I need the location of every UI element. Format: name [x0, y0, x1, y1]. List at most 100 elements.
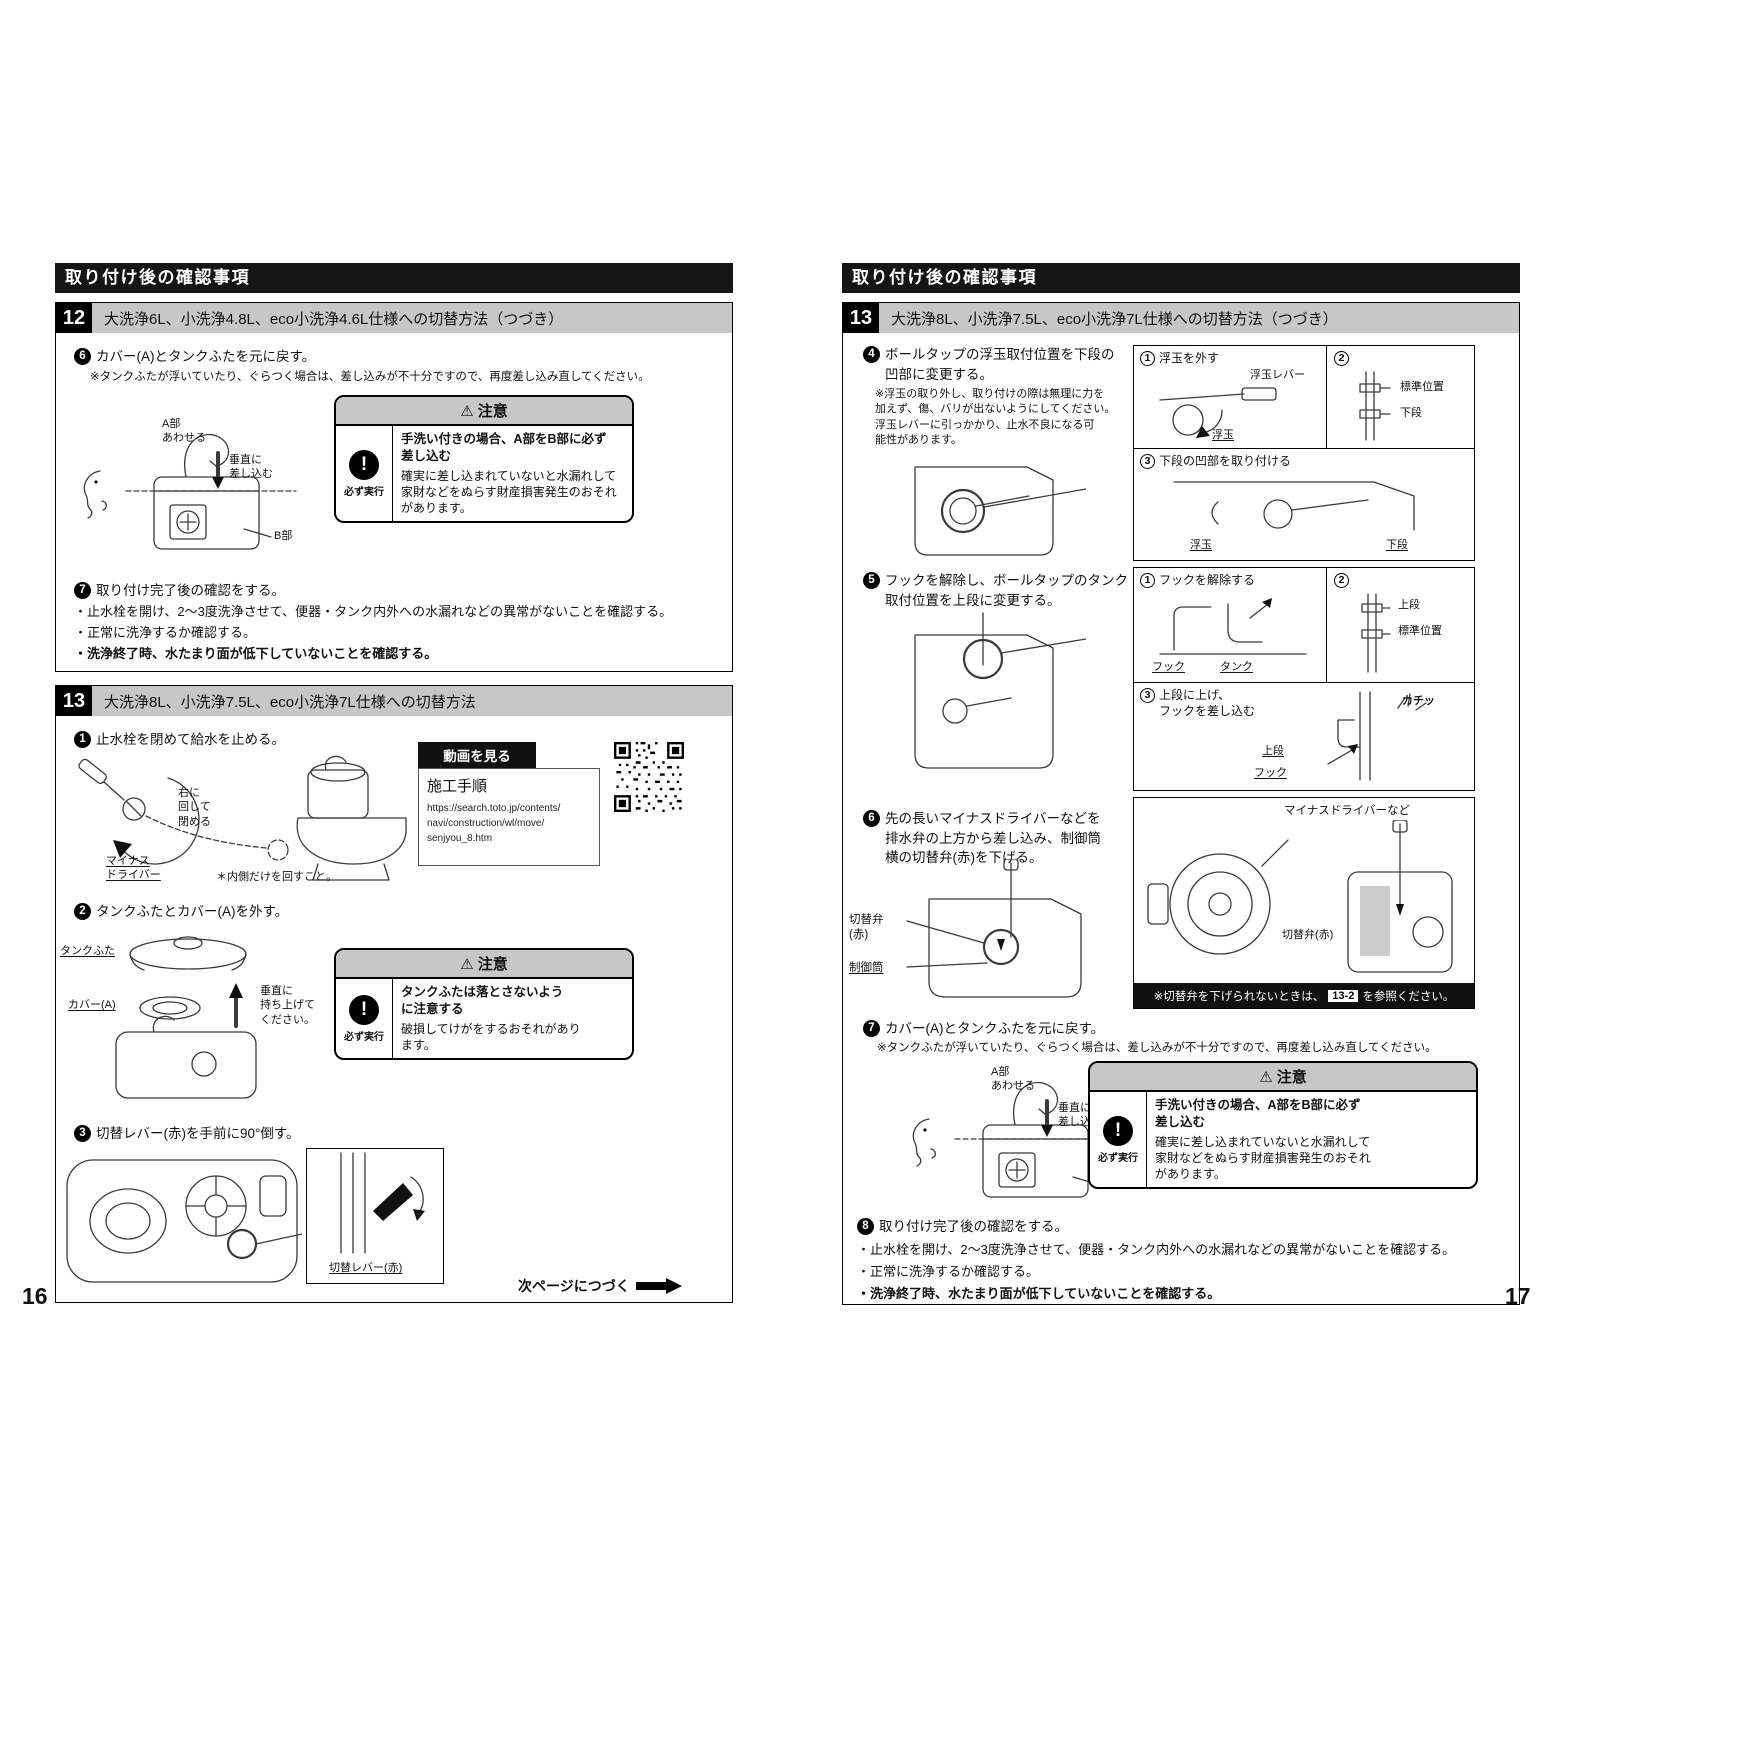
must-do-label: 必ず実行 — [1098, 1152, 1138, 1164]
substep-text: フックを解除する — [1159, 573, 1256, 587]
warning-icon: ⚠ — [1259, 1069, 1273, 1086]
tank-screwdriver-drawing — [906, 859, 1082, 998]
caution-header: ⚠注意 — [1090, 1063, 1476, 1092]
section-13c-header: 13 大洗浄8L、小洗浄7.5L、eco小洗浄7L仕様への切替方法（つづき） — [843, 303, 1519, 333]
step-7-number: 7 — [74, 582, 91, 599]
section-12-title: 大洗浄6L、小洗浄4.8L、eco小洗浄4.6L仕様への切替方法（つづき） — [92, 303, 732, 333]
step-7r-number: 7 — [863, 1020, 880, 1037]
label-part-b: B部 — [274, 530, 293, 542]
lever-detail-drawing — [340, 1152, 425, 1254]
arrow-right-icon — [635, 1278, 682, 1294]
substep-number: 1 — [1140, 573, 1155, 588]
page-17: 取り付け後の確認事項 13 大洗浄8L、小洗浄7.5L、eco小洗浄7L仕様への… — [842, 263, 1520, 1373]
step-6: 6 カバー(A)とタンクふたを元に戻す。 — [74, 347, 315, 367]
panel-divider — [1326, 568, 1327, 682]
substep-number: 1 — [1140, 351, 1155, 366]
tank-insert-drawing — [83, 434, 297, 550]
step-2: 2 タンクふたとカバー(A)を外す。 — [74, 902, 288, 922]
caution-title: 注意 — [1276, 1069, 1307, 1086]
must-do-label: 必ず実行 — [344, 486, 384, 498]
step-6-text: カバー(A)とタンクふたを元に戻す。 — [96, 349, 316, 364]
label-part-a: A部 あわせる — [162, 418, 206, 445]
note-post: を参照ください。 — [1362, 990, 1455, 1003]
ref-13-2: 13-2 — [1328, 989, 1359, 1002]
label-standard-position: 標準位置 — [1400, 381, 1444, 393]
section-13c-title: 大洗浄8L、小洗浄7.5L、eco小洗浄7L仕様への切替方法（つづき） — [879, 303, 1519, 333]
stop-valve-diagram: 右に 回して 閉める マイナス ドライバー ＊内側だけを回すこと。 — [66, 752, 426, 898]
note-pre: ※切替弁を下げられないときは、 — [1153, 990, 1325, 1003]
must-do-block: ! 必ず実行 — [336, 979, 392, 1058]
remove-float-drawing — [1159, 387, 1277, 438]
page-right-banner: 取り付け後の確認事項 — [842, 263, 1520, 293]
check-bullet: ・洗浄終了時、水たまり面が低下していないことを確認する。 — [857, 1286, 1221, 1301]
step-5-number: 5 — [863, 572, 880, 589]
step-4-number: 4 — [863, 346, 880, 363]
warning-icon: ⚠ — [460, 403, 474, 420]
lid-removal-diagram: タンクふた カバー(A) 垂直に 持ち上げて ください。 — [58, 926, 338, 1108]
label-switch-valve-red-side: 切替弁 (赤) — [849, 914, 884, 941]
step-4: 4 ボールタップの浮玉取付位置を下段の 凹部に変更する。 — [863, 345, 1115, 384]
caution-body-text: 確実に差し込まれていないと水漏れして 家財などをぬらす財産損害発生のおそれ があ… — [1155, 1134, 1371, 1182]
label-control-cylinder: 制御筒 — [849, 962, 884, 974]
caution-title: 注意 — [477, 403, 508, 420]
caution-title: 注意 — [477, 956, 508, 973]
switch-valve-note-bar: ※切替弁を下げられないときは、 13-2 を参照ください。 — [1134, 983, 1474, 1008]
label-switch-lever-red: 切替レバー(赤) — [329, 1262, 403, 1274]
step-8-number: 8 — [857, 1218, 874, 1235]
must-do-block: ! 必ず実行 — [1090, 1092, 1146, 1187]
substep-text: 下段の凹部を取り付ける — [1159, 454, 1292, 468]
must-do-block: ! 必ず実行 — [336, 426, 392, 521]
step-2-number: 2 — [74, 903, 91, 920]
hook-position-panel: 1 フックを解除する フック タンク 2 — [1133, 567, 1475, 791]
panel-divider — [1134, 682, 1474, 683]
caution-header: ⚠注意 — [336, 397, 632, 426]
caution-insert-right: ⚠注意 ! 必ず実行 手洗い付きの場合、A部をB部に必ず 差し込む 確実に差し込… — [1088, 1061, 1478, 1190]
page-number-17: 17 — [1505, 1283, 1531, 1309]
tank-insert-diagram: A部 あわせる 垂直に 差し込む B部 — [66, 409, 328, 569]
video-url: https://search.toto.jp/contents/ navi/co… — [427, 803, 561, 844]
page-16: 取り付け後の確認事項 12 大洗浄6L、小洗浄4.8L、eco小洗浄4.6L仕様… — [55, 263, 733, 1373]
label-flathead-screwdriver: マイナス ドライバー — [106, 855, 161, 882]
substep-text: 上段に上げ、 フックを差し込む — [1159, 688, 1256, 718]
caution-header: ⚠注意 — [336, 950, 632, 979]
caution-lid: ⚠注意 ! 必ず実行 タンクふたは落とさないよう に注意する 破損してけがをする… — [334, 948, 634, 1061]
section-13-header: 13 大洗浄8L、小洗浄7.5L、eco小洗浄7L仕様への切替方法 — [56, 686, 732, 716]
insert-hook-drawing — [1327, 691, 1427, 781]
step-5-text: フックを解除し、ボールタップのタンク 取付位置を上段に変更する。 — [885, 573, 1128, 608]
caution-insert-left: ⚠注意 ! 必ず実行 手洗い付きの場合、A部をB部に必ず 差し込む 確実に差し込… — [334, 395, 634, 524]
check-bullet: ・洗浄終了時、水たまり面が低下していないことを確認する。 — [74, 646, 438, 661]
section-13-box: 13 大洗浄8L、小洗浄7.5L、eco小洗浄7L仕様への切替方法 1 止水栓を… — [55, 685, 733, 1303]
warning-icon: ⚠ — [460, 956, 474, 973]
qr-code — [614, 742, 684, 812]
lever-detail-inset: 切替レバー(赤) — [306, 1148, 444, 1284]
label-tank-lid: タンクふた — [60, 945, 115, 957]
page-number-16: 16 — [22, 1283, 48, 1309]
label-upper-2: 上段 — [1262, 745, 1284, 757]
caution-heading: タンクふたは落とさないよう に注意する — [401, 985, 564, 1016]
section-12-header: 12 大洗浄6L、小洗浄4.8L、eco小洗浄4.6L仕様への切替方法（つづき） — [56, 303, 732, 333]
step-7-text: 取り付け完了後の確認をする。 — [96, 583, 285, 598]
step-7r-note: ※タンクふたが浮いていたり、ぐらつく場合は、差し込みが不十分ですので、再度差し込… — [877, 1042, 1437, 1054]
caution-body-text: 破損してけがをするおそれがあり ます。 — [401, 1021, 581, 1052]
page-left-banner: 取り付け後の確認事項 — [55, 263, 733, 293]
step-2-text: タンクふたとカバー(A)を外す。 — [96, 904, 289, 919]
must-do-icon: ! — [1103, 1115, 1133, 1146]
label-float-lever: 浮玉レバー — [1250, 369, 1305, 381]
attach-lower-drawing — [1173, 481, 1415, 531]
step-5: 5 フックを解除し、ボールタップのタンク 取付位置を上段に変更する。 — [863, 571, 1128, 610]
step-1-text: 止水栓を閉めて給水を止める。 — [96, 732, 285, 747]
step-7r: 7 カバー(A)とタンクふたを元に戻す。 — [863, 1019, 1104, 1039]
video-block: 動画を見る 施工手順 https://search.toto.jp/conten… — [418, 742, 688, 870]
step-6-note: ※タンクふたが浮いていたり、ぐらつく場合は、差し込みが不十分ですので、再度差し込… — [90, 371, 650, 383]
rail-positions-drawing — [1361, 593, 1391, 673]
video-title: 施工手順 — [427, 778, 488, 795]
tank-topview-drawing — [66, 1159, 302, 1283]
step-6-number: 6 — [74, 348, 91, 365]
lid-removal-drawing — [115, 936, 257, 1099]
substep-insert-hook: 3 上段に上げ、 フックを差し込む — [1140, 688, 1255, 719]
panel-divider — [1326, 346, 1327, 448]
substep-number: 3 — [1140, 688, 1155, 703]
label-part-a: A部 あわせる — [991, 1066, 1035, 1093]
position-rail-drawing — [1359, 371, 1391, 441]
step-7: 7 取り付け完了後の確認をする。 — [74, 581, 285, 601]
